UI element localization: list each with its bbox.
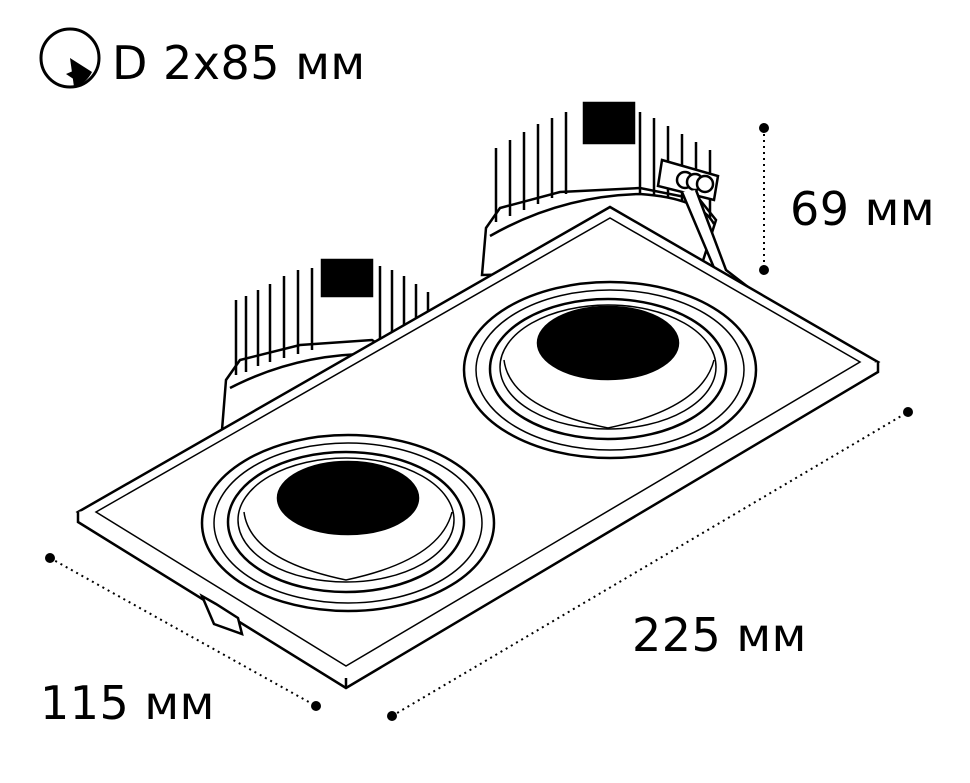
- height-label: 69 мм: [790, 182, 936, 236]
- lamp-left: [200, 433, 496, 613]
- rotation-angle-icon: [39, 27, 101, 89]
- dimension-height: [759, 123, 769, 275]
- lamp-right: [462, 280, 758, 460]
- dimension-length: [387, 407, 913, 721]
- length-label: 225 мм: [632, 608, 807, 662]
- dimension-width: [45, 553, 321, 711]
- spring-clip-left: [199, 593, 244, 636]
- diameter-label: D 2x85 мм: [112, 36, 366, 90]
- width-label: 115 мм: [40, 676, 215, 730]
